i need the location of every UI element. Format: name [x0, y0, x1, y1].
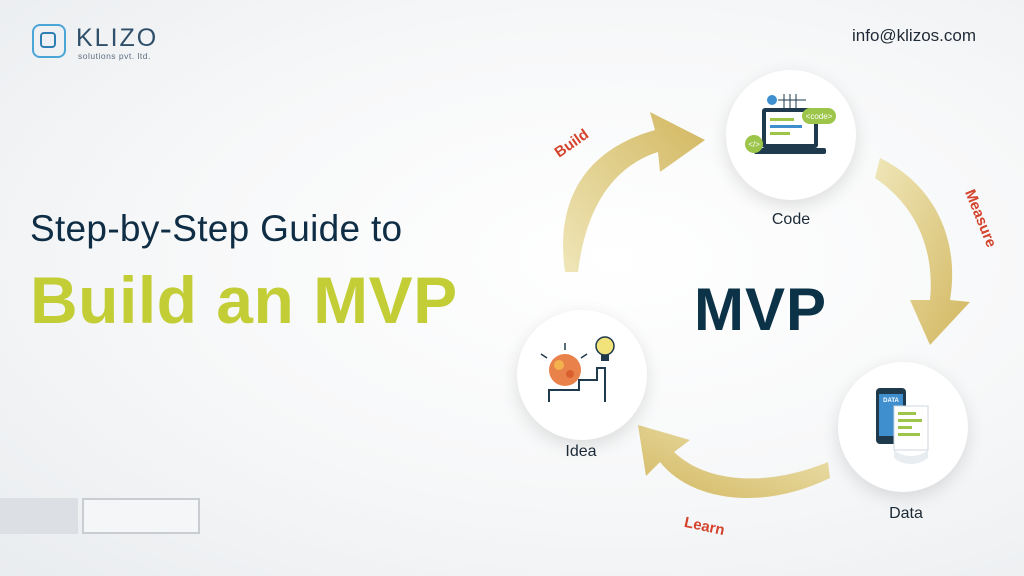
- brand-name: KLIZO: [76, 24, 159, 52]
- brand-logo[interactable]: KLIZO solutions pvt. ltd.: [32, 22, 192, 62]
- idea-brain-bulb-icon: [540, 336, 615, 402]
- cycle-center-title: MVP: [694, 276, 828, 343]
- brand-tagline: solutions pvt. ltd.: [78, 51, 151, 61]
- stage-data: DATA: [838, 362, 968, 492]
- stage-data-label: Data: [889, 505, 923, 522]
- laptop-code-icon: <code> </>: [745, 94, 836, 154]
- stage-code-label: Code: [771, 211, 811, 228]
- tag-badge-text: </>: [748, 140, 760, 149]
- stage-idea: [517, 310, 647, 440]
- measure-arrow: [875, 158, 970, 345]
- contact-email[interactable]: info@klizos.com: [851, 26, 976, 45]
- logo-mark-icon: [32, 24, 66, 58]
- decor-block-right: [82, 498, 200, 534]
- data-report-icon: DATA: [876, 388, 929, 464]
- stage-code: <code> </>: [726, 70, 856, 200]
- stage-idea-label: Idea: [565, 443, 597, 460]
- build-arrow: [563, 112, 705, 272]
- learn-arrow: [638, 425, 830, 499]
- decor-block-left: [0, 498, 78, 534]
- data-badge-text: DATA: [883, 398, 899, 404]
- code-badge-text: <code>: [806, 112, 833, 121]
- headline-line2: Build an MVP: [30, 263, 458, 337]
- headline-line1: Step-by-Step Guide to: [30, 208, 403, 249]
